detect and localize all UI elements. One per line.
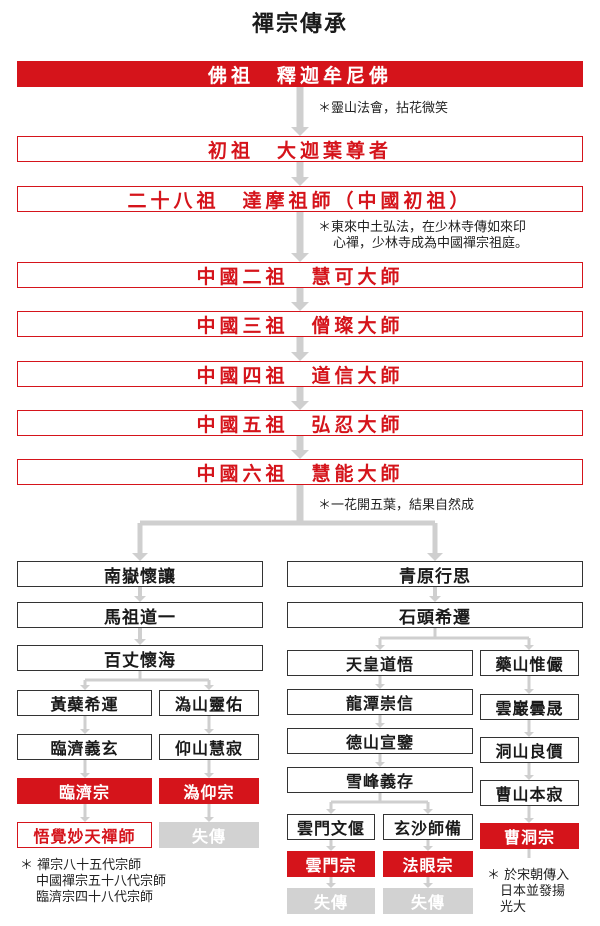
connector-arrowhead [524,818,534,823]
nanyue-box: 南嶽懷讓 [17,561,263,587]
connector-arrowhead [134,639,146,645]
yunyan-box: 雲巖曇晟 [480,694,579,720]
xuefeng-box: 雪峰義存 [287,767,473,793]
huangbo-box: 黃蘗希運 [17,690,152,716]
connector-arrowhead [326,809,336,814]
connector-arrowhead [204,729,214,734]
note-huineng: ＊一花開五葉，結果自然成 [318,498,475,513]
connector-arrowhead [80,773,90,778]
connector-arrowhead [291,253,309,262]
yunmen-lost-box: 失傳 [287,888,375,914]
fayan-school-box: 法眼宗 [383,851,473,877]
connector-arrowhead [524,645,534,650]
yunmen-school-box: 雲門宗 [287,851,375,877]
note-buddha: ＊靈山法會，拈花微笑 [318,101,449,116]
guishan-box: 溈山靈佑 [159,690,259,716]
connector-arrowhead [423,809,433,814]
page-title: 禪宗傳承 [251,11,348,37]
huike-box: 中國二祖 慧可大師 [17,262,583,288]
guiyang-school-box: 溈仰宗 [159,778,259,804]
connector-arrowhead [291,352,309,361]
shitou-box: 石頭希遷 [287,602,583,628]
longtan-box: 龍潭崇信 [287,689,473,715]
guiyang-lost-box: 失傳 [159,822,259,848]
connector-arrowhead [427,553,443,561]
daoxin-box: 中國四祖 道信大師 [17,361,583,387]
tianhuang-box: 天皇道悟 [287,650,473,676]
yunmen-master-box: 雲門文偃 [287,814,375,840]
bodhidharma-box: 二十八祖 達摩祖師（中國初祖） [17,186,583,212]
connector-arrowhead [524,775,534,780]
caodong-school-box: 曹洞宗 [480,823,579,849]
connector-arrowhead [326,846,336,851]
note-linji-1: ＊ 禪宗八十五代宗師 [20,858,142,873]
note-bodhidharma-1: ＊東來中土弘法，在少林寺傳如來印 [318,220,527,235]
connector-arrowhead [423,846,433,851]
first-patriarch-box: 初祖 大迦葉尊者 [17,136,583,162]
connector-arrowhead [134,596,146,602]
linji-master-box: 臨濟義玄 [17,734,152,760]
note-caodong-2: 日本並發揚 [500,884,566,899]
connector-arrowhead [291,302,309,311]
connector-arrowhead [80,685,90,690]
note-linji-2: 中國禪宗五十八代宗師 [36,874,167,889]
connector-arrowhead [291,177,309,186]
note-bodhidharma-2: 心禪，少林寺成為中國禪宗祖庭。 [333,236,529,251]
connector-arrowhead [204,817,214,822]
connector-arrowhead [204,685,214,690]
qingyuan-box: 青原行思 [287,561,583,587]
connector-arrowhead [291,401,309,410]
connector-arrowhead [375,684,385,689]
connector-arrowhead [291,127,309,136]
connector-arrowhead [423,883,433,888]
sengcan-box: 中國三祖 僧璨大師 [17,311,583,337]
note-linji-3: 臨濟宗四十八代宗師 [36,890,154,905]
connector-arrowhead [80,729,90,734]
hongren-box: 中國五祖 弘忍大師 [17,410,583,436]
connector-arrowhead [291,450,309,459]
connector-arrowhead [375,762,385,767]
caoshan-box: 曹山本寂 [480,780,579,806]
dongshan-box: 洞山良價 [480,737,579,763]
linji-school-box: 臨濟宗 [17,778,152,804]
connector-arrowhead [375,723,385,728]
xuansha-box: 玄沙師備 [383,814,473,840]
huineng-box: 中國六祖 慧能大師 [17,459,583,485]
connector-arrowhead [80,817,90,822]
connector-arrowhead [524,732,534,737]
connector-arrowhead [204,773,214,778]
wujue-box: 悟覺妙天禪師 [17,822,152,848]
connector-arrowhead [429,596,441,602]
yaoshan-box: 藥山惟儼 [480,650,579,676]
baizhang-box: 百丈懷海 [17,645,263,671]
yangshan-box: 仰山慧寂 [159,734,259,760]
connector-arrowhead [524,689,534,694]
connector-arrowhead [375,645,385,650]
deshan-box: 德山宣鑒 [287,728,473,754]
note-caodong-1: ＊ 於宋朝傳入 [487,868,570,883]
connector-arrowhead [132,553,148,561]
note-caodong-3: 光大 [500,900,527,915]
mazu-box: 馬祖道一 [17,602,263,628]
fayan-lost-box: 失傳 [383,888,473,914]
buddha-box: 佛祖 釋迦牟尼佛 [17,61,583,87]
connector-arrowhead [326,883,336,888]
